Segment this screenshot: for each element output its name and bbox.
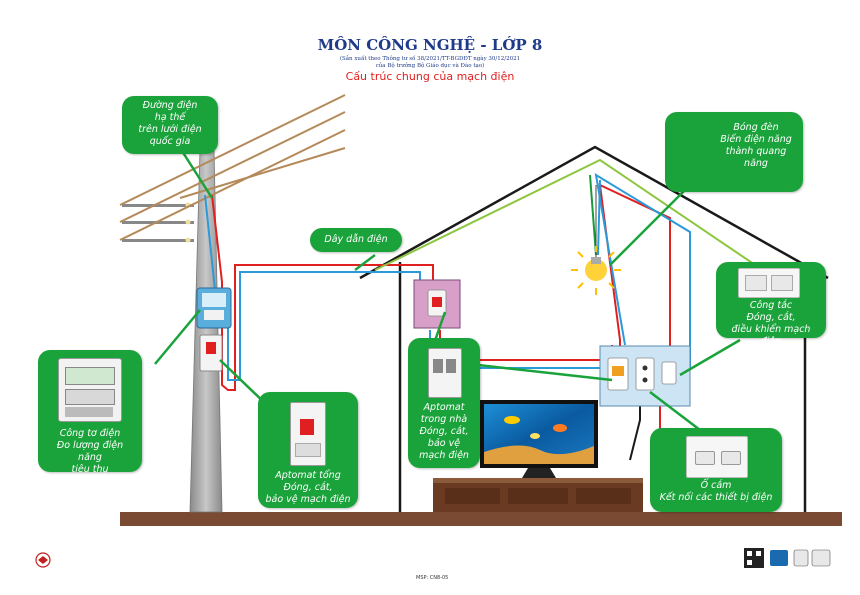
callout-home-breaker: Aptomat trong nhà Đóng, cắt, bảo vệ mạch…	[408, 338, 480, 468]
page-title: MÔN CÔNG NGHỆ - LỚP 8	[317, 36, 543, 54]
home-breaker-box	[413, 279, 461, 329]
main-breaker-text-2: Đóng, cắt,	[283, 482, 333, 493]
socket-text-1: Ổ cắm	[700, 480, 732, 491]
electric-meter-icon	[196, 287, 232, 329]
product-code: MSP: CN8-05	[416, 575, 449, 581]
meter-text-1: Công tơ điện	[59, 428, 121, 439]
socket-text-2: Kết nối các thiết bị điện	[659, 492, 773, 503]
home-breaker-text-1: Aptomat	[423, 402, 465, 413]
callout-wire: Dây dẫn điện	[310, 228, 402, 252]
meter-text-2: Đo lượng điện năng	[56, 440, 124, 463]
diagram-heading: Cấu trúc chung của mạch điện	[345, 70, 515, 83]
bulb-text-2: Biến điện năng	[720, 134, 792, 145]
power-line-text-1: Đường điện	[142, 100, 198, 111]
main-breaker-text-3: bảo vệ mạch điện	[265, 494, 351, 505]
callout-switch: Công tắc Đóng, cắt, điều khiển mạch điện	[716, 262, 826, 347]
certification-marks-icon	[744, 548, 831, 568]
home-breaker-text-3: Đóng, cắt,	[419, 426, 469, 437]
power-line-text-4: quốc gia	[149, 136, 191, 147]
switch-text-2: Đóng, cắt,	[746, 312, 796, 323]
main-breaker-text-1: Aptomat tổng	[275, 470, 341, 481]
meter-text-3: tiêu thụ	[71, 464, 109, 475]
bulb-text-3: thành quang năng	[725, 146, 787, 169]
floor	[120, 512, 842, 526]
callout-socket: Ổ cắm Kết nối các thiết bị điện	[650, 428, 782, 512]
bulb-text-1: Bóng đèn	[733, 122, 779, 133]
callout-meter: Công tơ điện Đo lượng điện năng tiêu thụ	[38, 350, 142, 475]
switch-text-3: điều khiển mạch điện	[731, 324, 811, 347]
wire-text: Dây dẫn điện	[324, 234, 388, 245]
callout-power-line: Đường điện hạ thế trên lưới điện quốc gi…	[122, 96, 218, 154]
home-breaker-text-2: trong nhà	[420, 414, 468, 425]
home-breaker-text-5: mạch điện	[419, 450, 469, 461]
wall-panel	[599, 345, 691, 407]
ceiling-lamp-icon	[571, 185, 621, 295]
wall-switch-icon	[738, 268, 800, 298]
tv-cabinet-icon	[433, 478, 643, 512]
callout-main-breaker: Aptomat tổng Đóng, cắt, bảo vệ mạch điện	[258, 392, 358, 508]
home-breaker-text-4: bảo vệ	[427, 438, 461, 449]
circuit-breaker-icon	[199, 334, 223, 372]
television-icon	[480, 400, 598, 478]
subtitle-line-2: của Bộ trưởng Bộ Giáo dục và Đào tạo)	[375, 63, 485, 69]
service-wires	[204, 194, 434, 391]
main-breaker-icon	[290, 402, 326, 466]
power-socket-icon	[686, 436, 748, 478]
electric-meter-device-icon	[58, 358, 122, 422]
home-breaker-icon	[428, 348, 462, 398]
publisher-logo-icon	[35, 552, 51, 568]
power-line-text-2: hạ thế	[154, 112, 186, 123]
subtitle-line-1: (Sản xuất theo Thông tư số 38/2021/TT-BG…	[339, 56, 521, 62]
switch-text-1: Công tắc	[749, 300, 793, 311]
power-line-text-3: trên lưới điện	[138, 124, 202, 135]
callout-bulb: Bóng đèn Biến điện năng thành quang năng	[665, 112, 803, 192]
